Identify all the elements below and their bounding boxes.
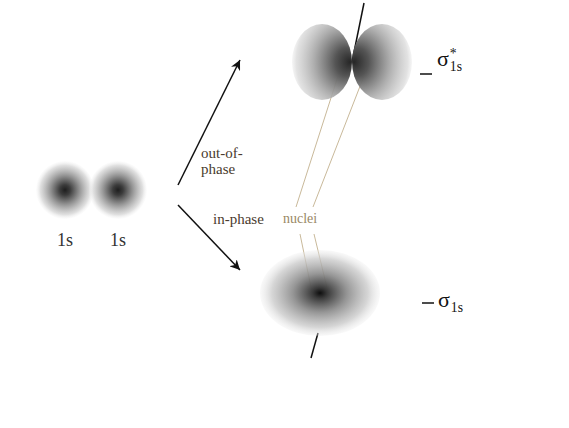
antibonding-orbital: σ*1s — [240, 20, 490, 105]
energy-level-dash — [420, 73, 432, 75]
atomic-orbital-label: 1s — [88, 230, 148, 251]
atomic-orbital-label: 1s — [35, 230, 95, 251]
orbital-label: σ1s — [438, 289, 463, 314]
orbital-subscript: 1s — [450, 61, 462, 74]
atomic-orbital: 1s — [35, 160, 101, 260]
orbital-cloud — [260, 250, 380, 336]
label-holder: nuclei — [282, 211, 318, 227]
energy-level-dash — [422, 302, 434, 304]
bonding-orbital: σ1s — [240, 245, 490, 340]
orbital-subscript: 1s — [451, 300, 463, 315]
orbital-lobe — [352, 24, 412, 100]
nuclei-label: nuclei — [282, 211, 318, 227]
orbital-cloud — [36, 161, 94, 219]
atomic-orbital: 1s — [88, 160, 178, 260]
orbital-symbol: σ — [437, 46, 449, 71]
orbital-cloud — [89, 161, 147, 219]
phase-label: out-of-phase — [200, 146, 254, 178]
star-mark: * — [450, 48, 462, 61]
atomic-orbital-shape — [88, 160, 178, 260]
edge-label-holder: in-phase — [212, 212, 265, 228]
orbital-symbol: σ — [438, 287, 450, 312]
phase-label: in-phase — [212, 212, 265, 228]
edge-label-holder: out-of-phase — [200, 146, 254, 178]
orbital-label: σ*1s — [437, 48, 462, 74]
bonding-orbital-shape — [240, 245, 490, 340]
pointer-line — [311, 333, 318, 358]
orbital-index: *1s — [450, 48, 462, 74]
orbital-lobe — [292, 24, 352, 100]
